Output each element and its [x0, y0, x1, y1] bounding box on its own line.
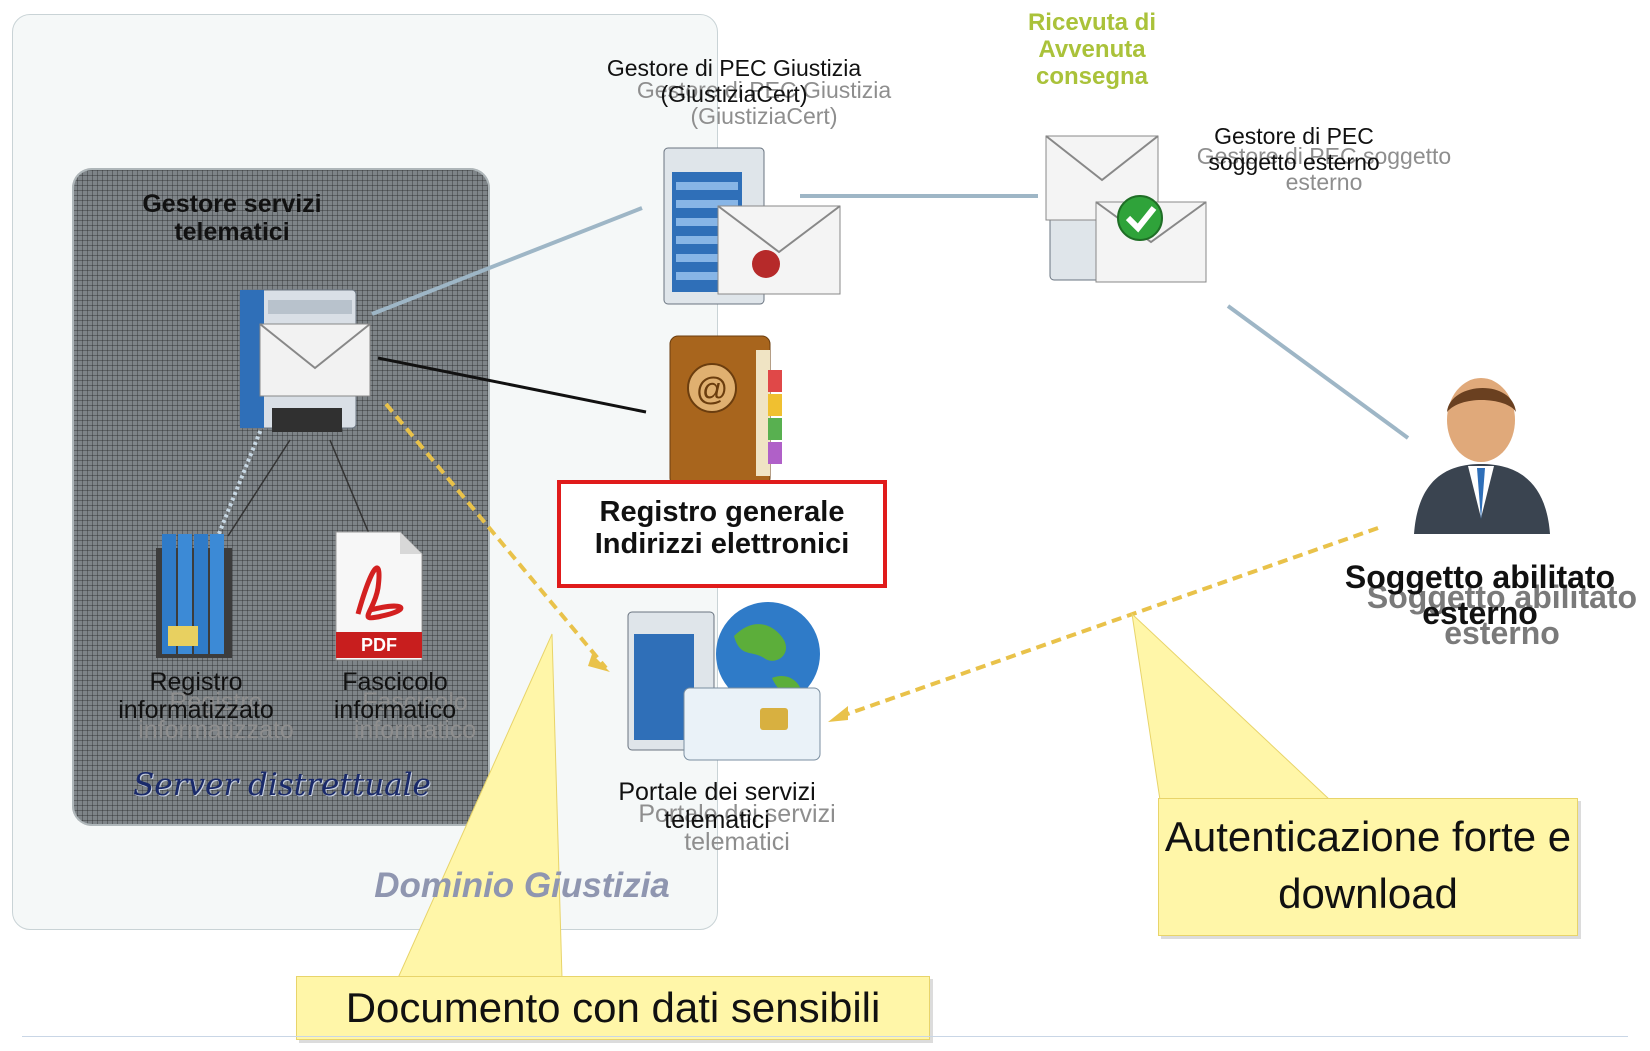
- external-user-label-shadow: Soggetto abilitato esterno: [1366, 579, 1638, 651]
- mail-server-icon: [239, 289, 371, 432]
- pec-external-label: Gestore di PEC soggetto esterno: [1208, 123, 1380, 175]
- district-server-area: [72, 168, 490, 826]
- delivered-envelope-icon: [1045, 135, 1207, 283]
- receipt-label: Ricevuta di Avvenuta consegna: [1027, 9, 1157, 90]
- fascicolo-label: Fascicolo informatico: [333, 668, 457, 724]
- link-dashed-mail-to-portal: [384, 402, 608, 670]
- globe-icon: [716, 602, 820, 706]
- pdf-document-icon: PDF: [335, 531, 423, 661]
- pec-justice-label: Gestore di PEC Giustizia (GiustiziaCert): [606, 55, 862, 107]
- svg-text:@: @: [696, 371, 728, 407]
- sealed-envelope-icon: [717, 205, 841, 295]
- link-mail-to-registry: [377, 356, 647, 414]
- arrowhead-portal-right: [828, 706, 848, 722]
- user-avatar-icon: [1414, 378, 1550, 534]
- address-registry-highlight: [557, 480, 887, 588]
- svg-text:PDF: PDF: [361, 635, 397, 655]
- server-group-caption: Server distrettuale: [133, 767, 431, 803]
- arrowhead-portal-left: [588, 654, 610, 672]
- address-book-icon: @: [669, 335, 782, 487]
- portal-label-shadow: Portale dei servizi telematici: [638, 800, 836, 856]
- address-registry-label: Registro generale Indirizzi elettronici: [594, 496, 850, 561]
- footer-divider: [22, 1036, 1628, 1037]
- link-dashed-user-to-portal: [835, 526, 1379, 720]
- server-group-title: Gestore servizi telematici: [142, 190, 322, 246]
- external-user-label: Soggetto abilitato esterno: [1344, 559, 1616, 631]
- portal-label: Portale dei servizi telematici: [618, 778, 816, 834]
- callout-auth: Autenticazione forte e download: [1158, 798, 1578, 936]
- pec-server-icon: [663, 147, 841, 305]
- link-mail-to-fascicolo: [329, 439, 371, 537]
- callout-auth-pointer: [1131, 612, 1332, 801]
- portal-icon: [627, 602, 821, 761]
- binder-icon: [156, 534, 232, 658]
- registro-label: Registro informatizzato: [118, 668, 274, 724]
- callout-sensitive: Documento con dati sensibili: [296, 976, 930, 1040]
- registro-label-shadow: Registro informatizzato: [138, 688, 294, 744]
- pec-external-label-shadow: Gestore di PEC soggetto esterno: [1196, 143, 1452, 195]
- fascicolo-label-shadow: Fascicolo informatico: [353, 688, 477, 744]
- link-external-pec-to-user: [1226, 304, 1410, 440]
- checkmark-icon: [1117, 195, 1163, 241]
- smartcard-icon: [683, 687, 821, 761]
- domain-label: Dominio Giustizia: [374, 866, 670, 905]
- link-mail-to-registro: [227, 439, 291, 537]
- pec-justice-label-shadow: Gestore di PEC Giustizia (GiustiziaCert): [636, 77, 892, 129]
- link-mail-to-pec: [371, 206, 643, 316]
